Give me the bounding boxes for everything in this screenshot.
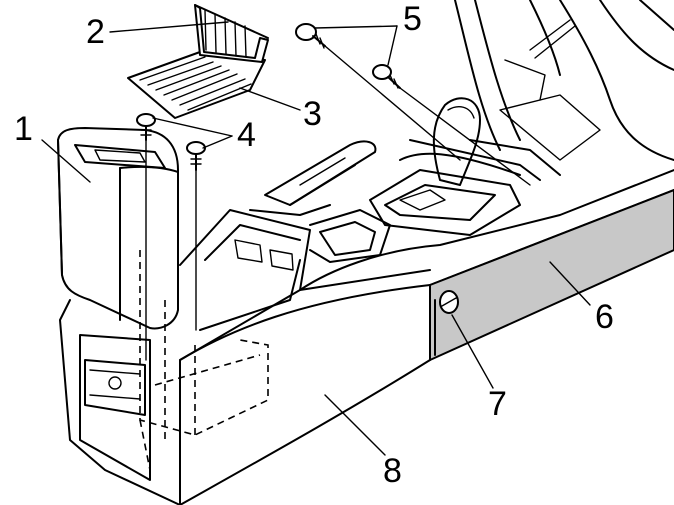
callout-2: 2 (86, 13, 105, 51)
side-screw (439, 290, 459, 314)
callout-8: 8 (383, 452, 402, 490)
callout-7: 7 (488, 385, 507, 423)
gear-trim-screws (295, 23, 531, 186)
dashboard-outline (454, 0, 674, 161)
handbrake (249, 140, 377, 216)
callout-1: 1 (14, 110, 33, 148)
hidden-bracket (139, 250, 269, 471)
callout-4: 4 (237, 116, 256, 154)
armrest-screws (136, 113, 206, 361)
callout-5: 5 (403, 0, 422, 38)
leader-lines (41, 21, 591, 456)
side-panel (429, 188, 674, 362)
armrest-lid (57, 127, 179, 330)
storage-tray (127, 51, 266, 119)
callout-6: 6 (595, 298, 614, 336)
console-body (59, 169, 674, 505)
callout-3: 3 (303, 95, 322, 133)
tray-divider (194, 4, 269, 63)
gear-shifter (369, 97, 561, 236)
